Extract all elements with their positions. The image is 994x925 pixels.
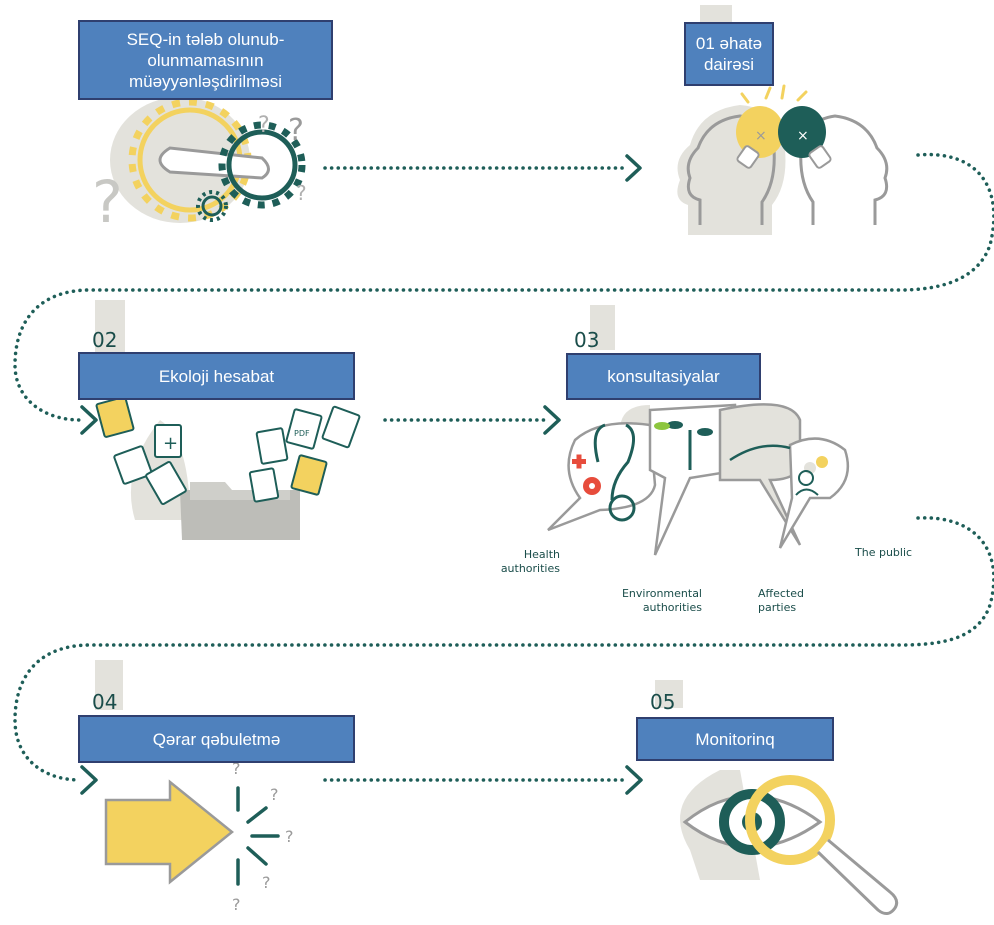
arrowhead-4 [80, 765, 98, 795]
gears-question-icon: ? ? ? ? [92, 97, 307, 236]
step-number-02: 02 [92, 328, 118, 352]
svg-text:×: × [755, 128, 767, 144]
step-label-monitoring: Monitorinq [695, 729, 775, 749]
svg-text:?: ? [270, 785, 279, 804]
eye-magnifier-icon [655, 680, 899, 915]
step-label-decision: Qərar qəbuletmə [152, 729, 281, 749]
svg-text:?: ? [232, 895, 241, 914]
svg-text:?: ? [285, 827, 294, 846]
connector-4-5 [13, 516, 994, 782]
connector-2-3 [13, 152, 994, 422]
svg-text:+: + [163, 433, 178, 454]
speech-bubbles-icon [547, 305, 850, 556]
svg-text:?: ? [258, 113, 270, 138]
label-environmental-authorities: Environmental authorities [621, 587, 702, 614]
step-box-monitoring: Monitorinq [636, 717, 834, 761]
step-number-04: 04 [92, 690, 118, 714]
step-label-screening: SEQ-in tələb olunub-olunmamasının müəyyə… [126, 29, 285, 91]
arrowhead-5 [625, 765, 643, 795]
step-label-scoping: 01 əhatə dairəsi [695, 34, 763, 74]
arrow-decision-icon: ? ? ? ? ? [95, 660, 294, 914]
step-label-consultations: konsultasiyalar [607, 367, 720, 386]
svg-text:×: × [797, 128, 809, 144]
label-health-authorities: Health authorities [500, 548, 560, 575]
step-box-scoping: 01 əhatə dairəsi [684, 22, 774, 86]
step-number-05: 05 [650, 690, 676, 714]
label-the-public: The public [855, 546, 913, 559]
svg-text:?: ? [92, 168, 123, 236]
svg-text:?: ? [296, 181, 307, 205]
step-box-screening: SEQ-in tələb olunub-olunmamasının müəyyə… [78, 20, 333, 100]
svg-text:PDF: PDF [294, 429, 310, 438]
heads-lightbulb-icon: × × [677, 5, 889, 235]
arrowhead-2 [80, 405, 98, 435]
step-box-consultations: konsultasiyalar [566, 353, 761, 400]
documents-folder-icon: + PDF [95, 300, 361, 540]
step-number-03: 03 [574, 328, 600, 352]
svg-text:?: ? [262, 873, 271, 892]
arrowhead-3 [543, 405, 561, 435]
svg-text:?: ? [288, 113, 304, 148]
arrowhead-1 [625, 154, 642, 182]
step-box-report: Ekoloji hesabat [78, 352, 355, 400]
step-box-decision: Qərar qəbuletmə [78, 715, 355, 763]
svg-text:?: ? [232, 759, 241, 778]
label-affected-parties: Affected parties [758, 587, 804, 614]
step-label-report: Ekoloji hesabat [158, 366, 275, 386]
